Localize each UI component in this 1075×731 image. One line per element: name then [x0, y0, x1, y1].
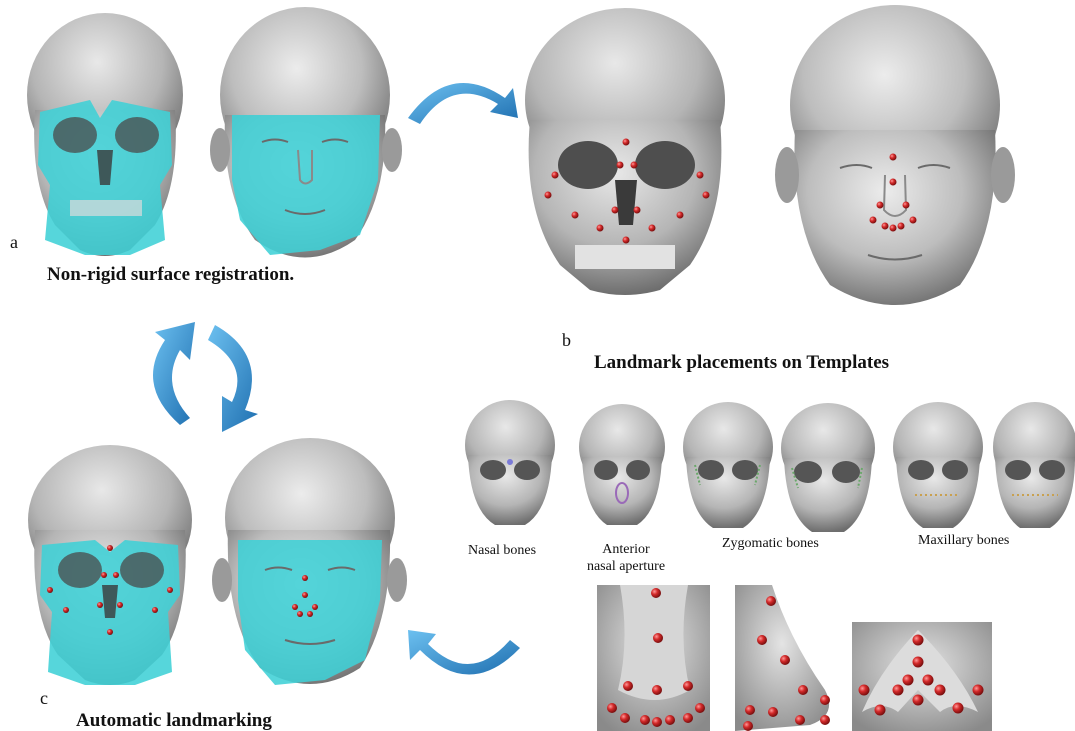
- label-maxillary-bones: Maxillary bones: [918, 532, 1009, 549]
- label-anterior-line2: nasal aperture: [578, 558, 674, 575]
- nose-frontal-closeup: [597, 585, 710, 731]
- panel-a-skull: [27, 13, 183, 256]
- nose-profile-closeup: [735, 585, 840, 731]
- label-zygomatic-bones: Zygomatic bones: [722, 535, 819, 552]
- panel-c-face: [212, 438, 407, 685]
- panel-letter-a: a: [10, 232, 18, 253]
- curved-arrow-icon: [408, 83, 518, 124]
- region-skull-maxillary-1: [893, 402, 983, 528]
- cycle-arrows-icon: [153, 322, 258, 432]
- panel-letter-c: c: [40, 688, 48, 709]
- region-skull-aperture: [579, 404, 665, 525]
- label-anterior-line1: Anterior: [578, 541, 674, 558]
- nose-base-closeup: [852, 622, 992, 731]
- panel-a-face: [210, 7, 402, 258]
- region-skull-nasal: [465, 400, 555, 525]
- label-anterior-nasal-aperture: Anterior nasal aperture: [578, 541, 674, 575]
- region-skull-zygomatic-1: [683, 402, 773, 528]
- caption-panel-c: Automatic landmarking: [76, 710, 272, 731]
- panel-c-skull: [28, 445, 192, 685]
- caption-panel-b: Landmark placements on Templates: [594, 352, 889, 374]
- caption-panel-a: Non-rigid surface registration.: [47, 264, 294, 286]
- region-skull-zygomatic-2: [781, 403, 875, 532]
- curved-arrow-icon: [408, 630, 520, 675]
- region-skull-maxillary-2: [993, 402, 1075, 528]
- panel-letter-b: b: [562, 330, 571, 351]
- label-nasal-bones: Nasal bones: [468, 542, 536, 559]
- panel-b-face: [775, 5, 1015, 305]
- panel-b-skull: [525, 8, 725, 295]
